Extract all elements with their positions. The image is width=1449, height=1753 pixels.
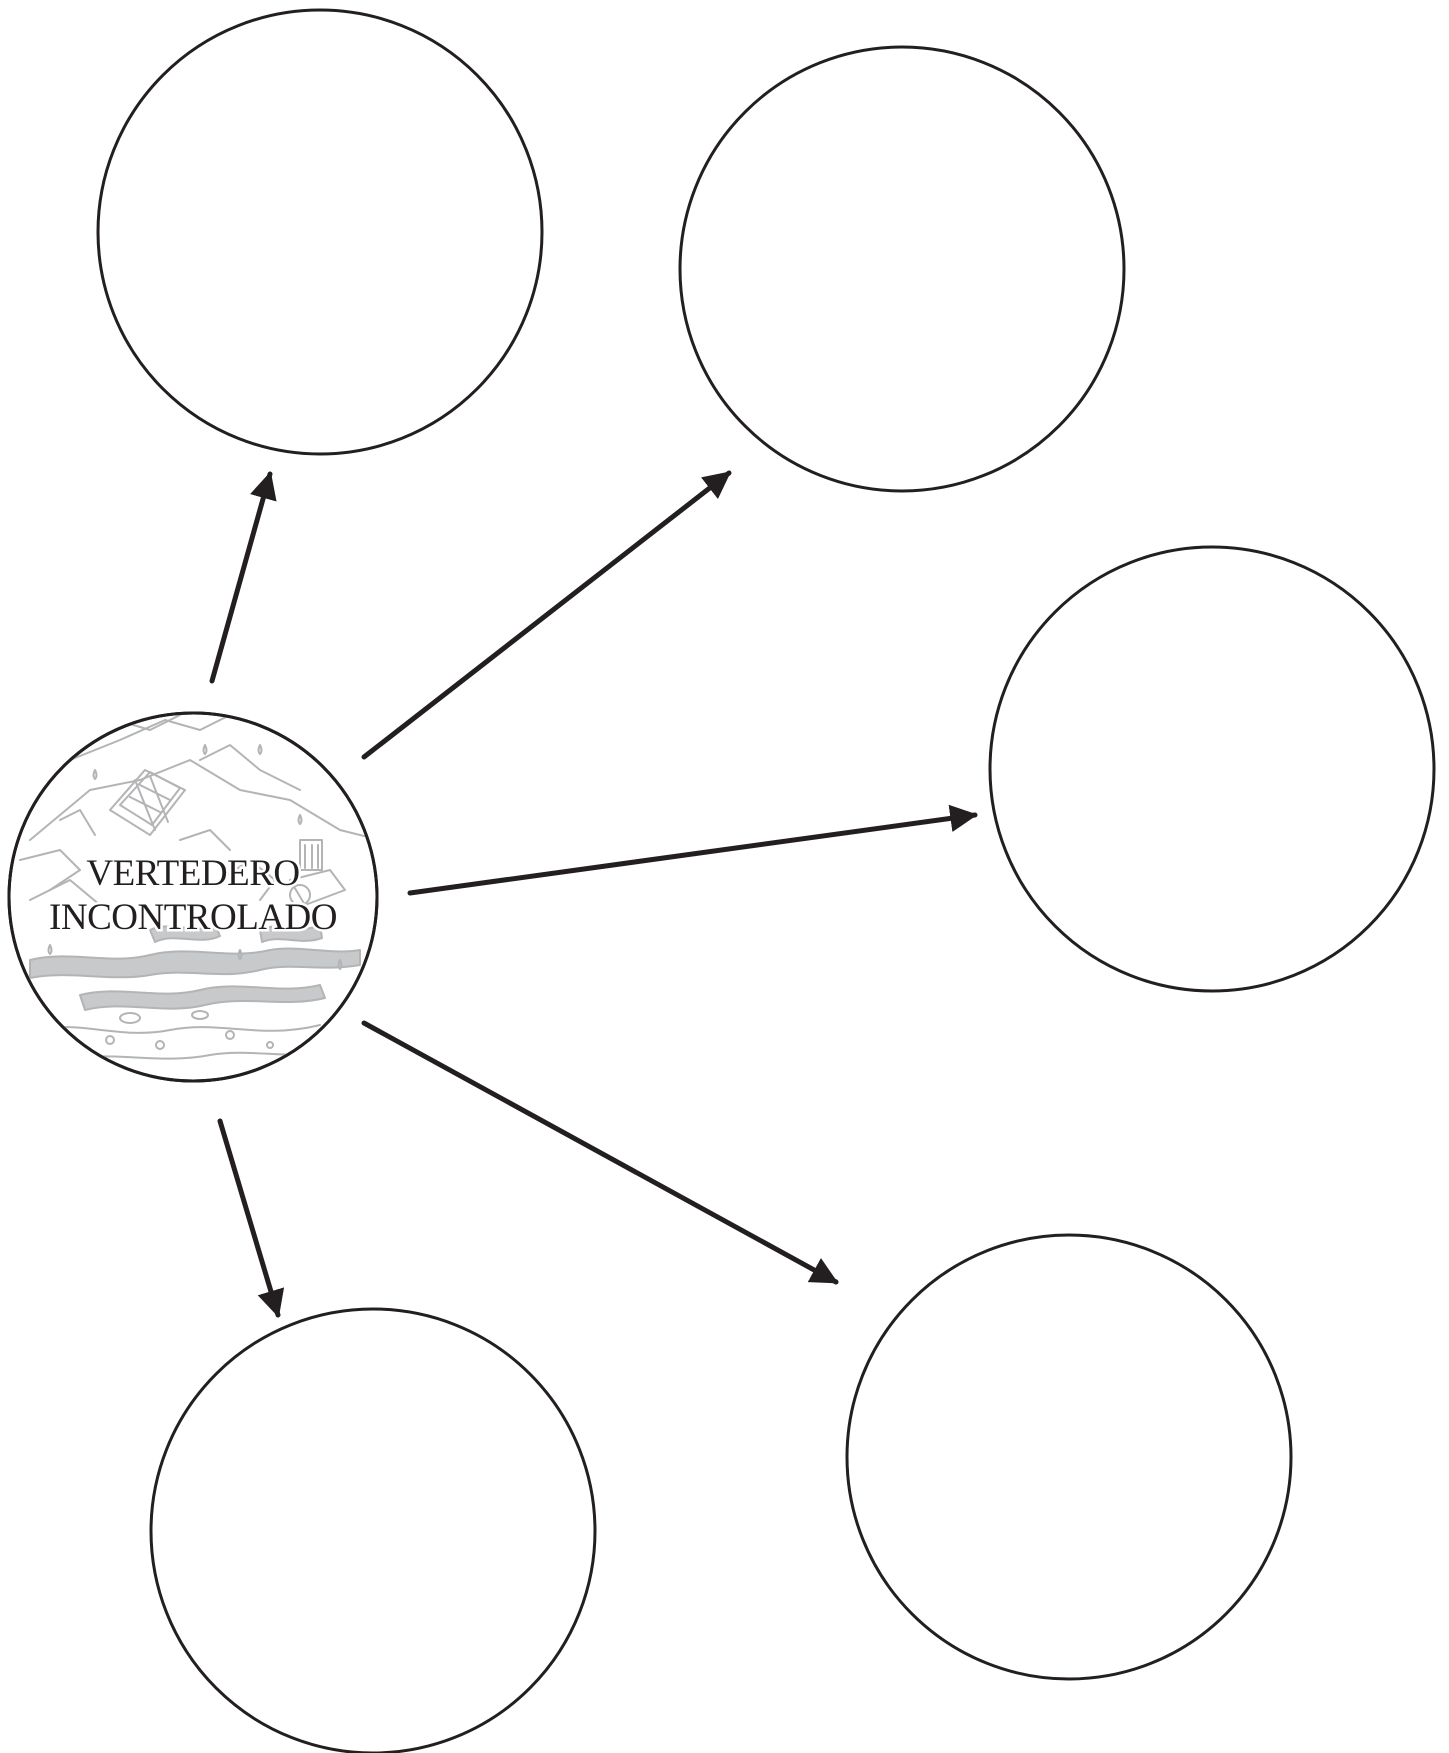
arrow-to-bottom-left — [217, 1118, 285, 1318]
outer-circle-middle-right[interactable] — [988, 545, 1436, 993]
outer-circle-bottom-left[interactable] — [149, 1307, 597, 1753]
landfill-sketch-icon — [10, 714, 376, 1061]
outer-circle-top-left[interactable] — [96, 8, 544, 456]
outer-circle-bottom-right[interactable] — [845, 1233, 1293, 1681]
outer-circle-top-right[interactable] — [678, 45, 1126, 493]
arrow-to-middle-right — [407, 804, 978, 896]
center-label-line1: VERTEDERO — [86, 853, 299, 894]
center-label-line2: INCONTROLADO — [49, 897, 337, 938]
arrow-to-top-left — [209, 471, 277, 684]
center-node: VERTEDERO INCONTROLADO — [7, 711, 379, 1083]
arrow-to-top-right — [361, 470, 732, 760]
arrow-to-bottom-right — [361, 1020, 839, 1285]
